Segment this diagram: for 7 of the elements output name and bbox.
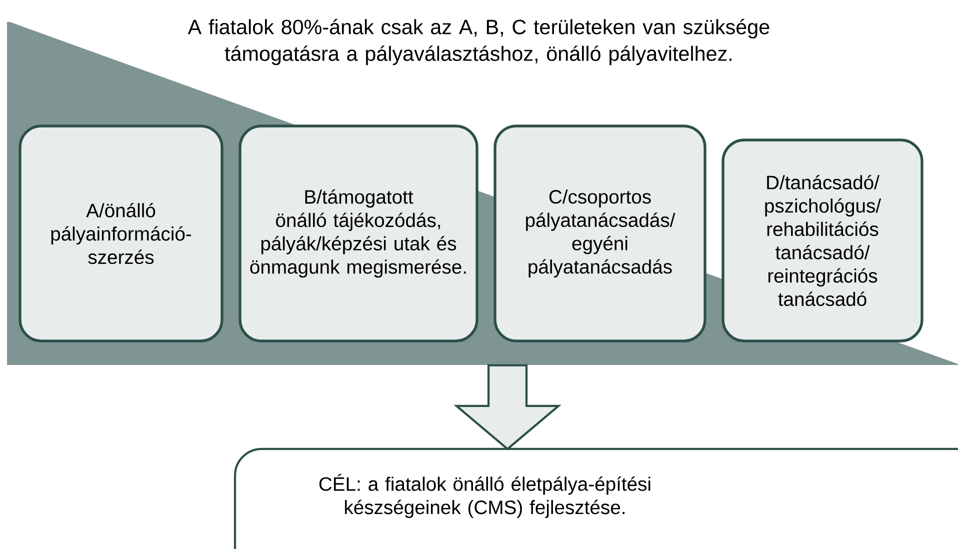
- rounded-box: CÉL: a fiatalok önálló életpálya-építési készségeinek (CMS) fejlesztése.: [234, 448, 958, 549]
- rounded-box: C/csoportos pályatanácsadás/ egyéni pályatanácsadás: [494, 124, 706, 342]
- block-arrow: [454, 364, 562, 450]
- rounded-box: D/tanácsadó/ pszichológus/ rehabilitációs tanácsadó/ reintegrációs tanácsadó: [722, 138, 924, 342]
- title: A fiatalok 80%-ának csak az A, B, C területeken van szüksége támogatásra a pályaválasztáshoz, önálló pályavitelhez.: [188, 18, 770, 66]
- rounded-box: A/önálló pályainformáció-szerzés: [18, 124, 224, 342]
- rounded-box: B/támogatott önálló tájékozódás, pályák/képzési utak és önmagunk megismerése.: [238, 124, 478, 342]
